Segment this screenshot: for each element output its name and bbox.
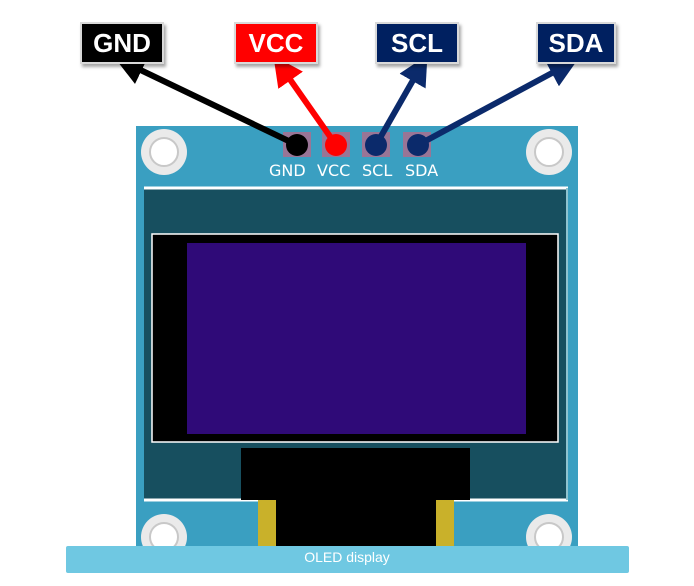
board-pin-text-scl: SCL [362, 161, 393, 180]
mounting-hole-top-left [141, 129, 187, 175]
oled-screen [187, 243, 526, 434]
sda-pin [407, 134, 429, 156]
board-pin-text-gnd: GND [269, 161, 306, 180]
scl-wire-arrow [373, 54, 428, 147]
board-pin-text-vcc: VCC [317, 161, 351, 180]
sda-wire-arrow [416, 58, 579, 148]
scl-label: SCL [375, 22, 459, 64]
vcc-wire-arrow [273, 55, 339, 147]
vcc-label: VCC [234, 22, 318, 64]
gnd-label: GND [80, 22, 164, 64]
gnd-wire-arrow [114, 56, 299, 148]
mounting-hole-top-right [526, 129, 572, 175]
gnd-pin [286, 134, 308, 156]
board-pin-text-sda: SDA [405, 161, 439, 180]
sda-label: SDA [536, 22, 616, 64]
caption: OLED display [304, 549, 390, 565]
vcc-pin [325, 134, 347, 156]
ribbon-connector [241, 448, 470, 500]
caption-bar [66, 546, 629, 573]
scl-pin [365, 134, 387, 156]
